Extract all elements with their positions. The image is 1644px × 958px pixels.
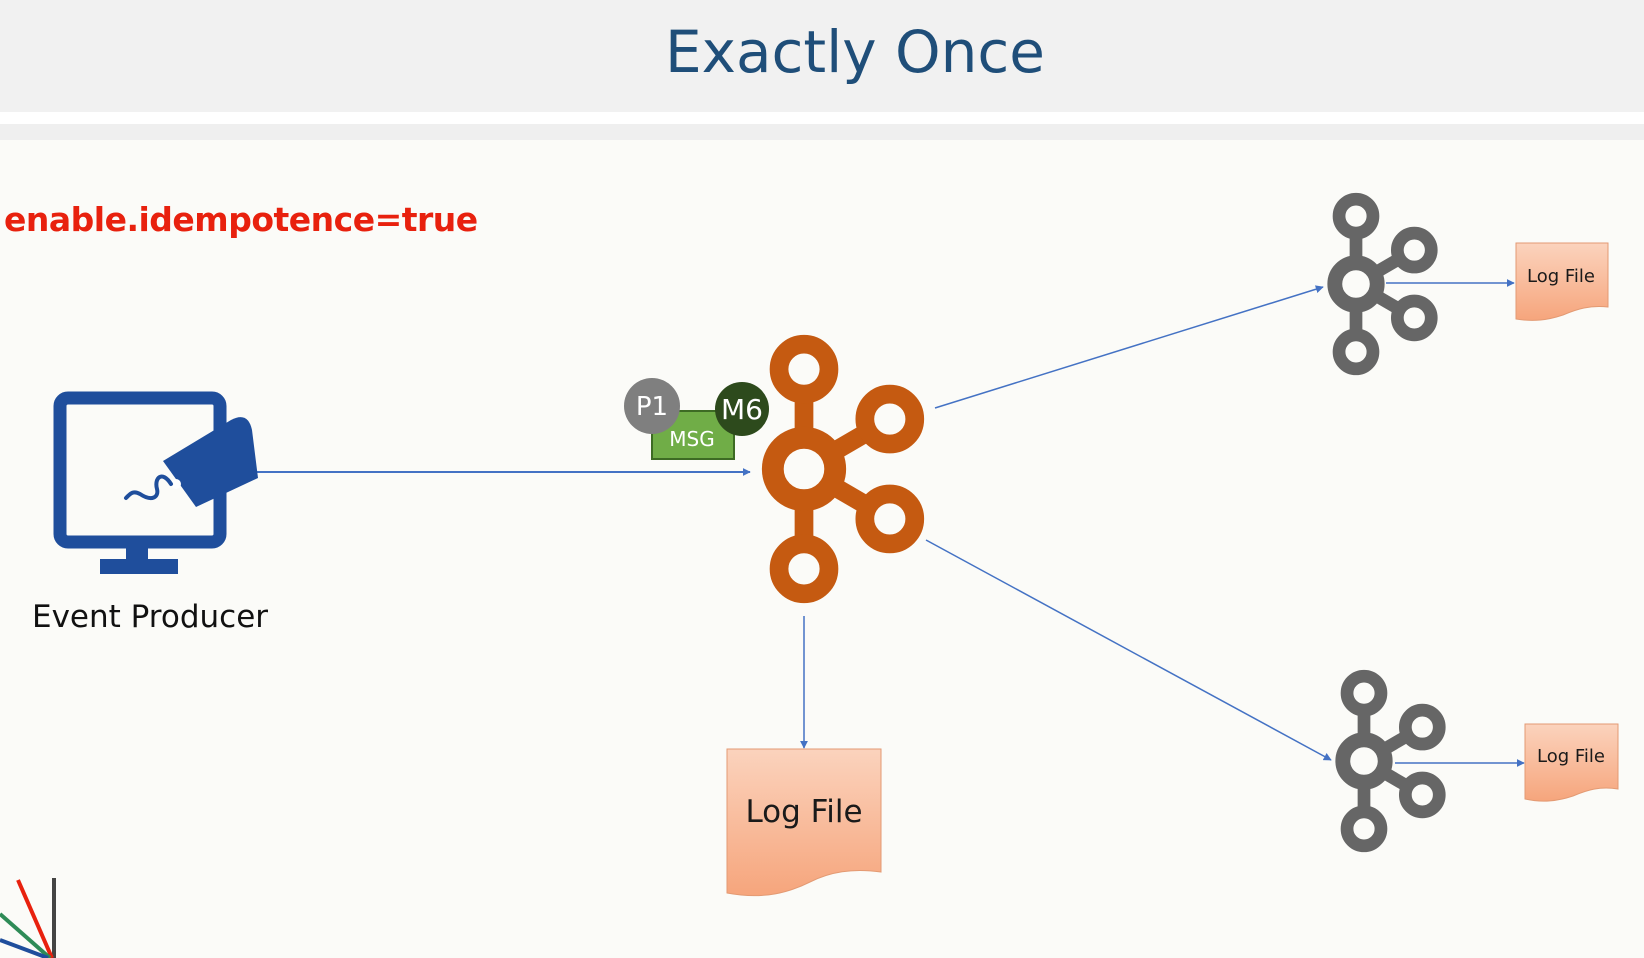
connectors (256, 279, 1525, 767)
leader-log-file: Log File (726, 748, 882, 897)
message-badge-label: M6 (721, 393, 763, 426)
broker-to-replica1-arrow (934, 285, 1324, 409)
replica2-log-file: Log File (1524, 723, 1619, 802)
title-bar (0, 0, 1644, 112)
kafka-icon (1335, 669, 1446, 853)
corner-logo (0, 878, 56, 958)
partition-badge (624, 378, 680, 434)
replica1-log-label: Log File (1527, 266, 1595, 287)
monitor-tag-icon (53, 391, 258, 574)
title-separator (0, 124, 1644, 140)
replica1-log-file: Log File (1515, 242, 1609, 321)
slide-title: Exactly Once (664, 18, 1045, 86)
msg-label: MSG (669, 427, 714, 451)
leader-log-label: Log File (745, 794, 862, 830)
producer-label: Event Producer (32, 599, 268, 635)
partition-badge-label: P1 (636, 392, 668, 422)
replica2-log-label: Log File (1537, 746, 1605, 767)
config-text: enable.idempotence=true (4, 200, 478, 239)
message-badge (715, 382, 769, 436)
kafka-icon (761, 334, 925, 604)
message-group: MSG P1 M6 (624, 378, 769, 460)
broker-to-replica2-arrow (925, 539, 1332, 761)
kafka-icon (1327, 192, 1438, 376)
